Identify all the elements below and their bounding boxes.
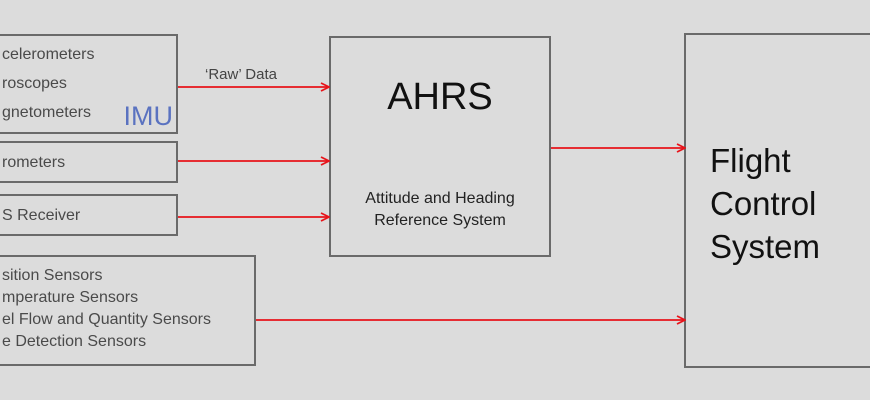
barometers-label: rometers xyxy=(2,154,66,171)
other-sensors-box: sition Sensors mperature Sensors el Flow… xyxy=(0,255,256,366)
gps-receiver-box: S Receiver xyxy=(0,194,178,236)
ahrs-subtitle-line2: Reference System xyxy=(374,212,506,229)
sensor-item-fuel-flow: el Flow and Quantity Sensors xyxy=(2,311,211,328)
imu-item-magnetometers: gnetometers xyxy=(2,104,91,121)
ahrs-subtitle: Attitude and Heading Reference System xyxy=(331,188,549,232)
fcs-title-line2: Control xyxy=(710,185,817,222)
flight-control-system-box: Flight Control System xyxy=(684,33,870,368)
sensor-item-temperature: mperature Sensors xyxy=(2,289,139,306)
ahrs-box: AHRS Attitude and Heading Reference Syst… xyxy=(329,36,551,257)
sensor-item-ice-detection: e Detection Sensors xyxy=(2,333,147,350)
gps-receiver-label: S Receiver xyxy=(2,207,81,224)
imu-item-accelerometers: celerometers xyxy=(2,46,95,63)
fcs-title: Flight Control System xyxy=(710,139,820,268)
ahrs-subtitle-line1: Attitude and Heading xyxy=(365,190,515,207)
imu-item-gyroscopes: roscopes xyxy=(2,75,67,92)
fcs-title-line1: Flight xyxy=(710,142,791,179)
fcs-title-line3: System xyxy=(710,228,821,265)
imu-tag: IMU xyxy=(123,101,174,131)
raw-data-label: ‘Raw’ Data xyxy=(205,66,277,83)
barometers-box: rometers xyxy=(0,141,178,183)
ahrs-title: AHRS xyxy=(387,76,493,118)
imu-box: celerometers roscopes gnetometers IMU xyxy=(0,34,178,134)
sensor-item-position: sition Sensors xyxy=(2,267,103,284)
